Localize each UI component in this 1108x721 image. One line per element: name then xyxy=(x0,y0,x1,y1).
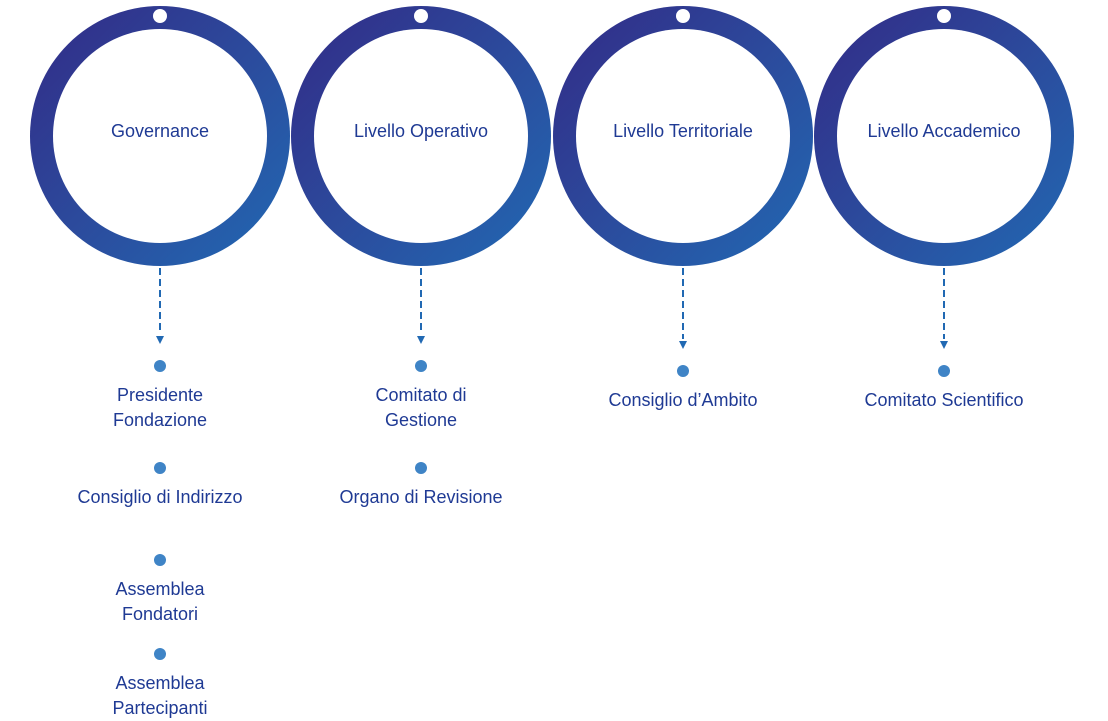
org-body-label: Consiglio d’Ambito xyxy=(608,390,758,410)
arrow-down-icon xyxy=(156,336,164,344)
arrow-down-icon xyxy=(940,341,948,349)
bullet-dot-icon xyxy=(154,554,166,566)
arrow-down-icon xyxy=(679,341,687,349)
org-body-label: Organo di Revisione xyxy=(339,487,503,507)
level-ring-center: Livello Accademico xyxy=(837,29,1051,243)
org-body-item: Organo di Revisione xyxy=(291,462,551,510)
bullet-dot-icon xyxy=(154,360,166,372)
level-title: Governance xyxy=(110,120,210,141)
bullet-dot-icon xyxy=(677,365,689,377)
ring-top-dot-icon xyxy=(676,9,690,23)
level-ring: Livello Territoriale xyxy=(553,6,813,266)
bullet-dot-icon xyxy=(154,648,166,660)
level-ring-center: Governance xyxy=(53,29,267,243)
level-title: Livello Accademico xyxy=(867,120,1021,141)
level-ring: Livello Operativo xyxy=(291,6,551,266)
dashed-connector xyxy=(420,268,422,334)
org-body-item: Comitato Scientifico xyxy=(814,365,1074,413)
dashed-connector xyxy=(682,268,684,339)
dashed-connector xyxy=(159,268,161,334)
org-body-label: Comitato Scientifico xyxy=(864,390,1024,410)
bullet-dot-icon xyxy=(938,365,950,377)
level-ring-center: Livello Operativo xyxy=(314,29,528,243)
bullet-dot-icon xyxy=(154,462,166,474)
ring-top-dot-icon xyxy=(153,9,167,23)
dashed-connector xyxy=(943,268,945,339)
bullet-dot-icon xyxy=(415,462,427,474)
level-title: Livello Territoriale xyxy=(613,120,753,141)
ring-top-dot-icon xyxy=(414,9,428,23)
level-title: Livello Operativo xyxy=(353,120,489,141)
ring-top-dot-icon xyxy=(937,9,951,23)
arrow-down-icon xyxy=(417,336,425,344)
level-ring: Governance xyxy=(30,6,290,266)
org-body-item: Consiglio d’Ambito xyxy=(553,365,813,413)
bullet-dot-icon xyxy=(415,360,427,372)
org-body-label: Consiglio di Indirizzo xyxy=(77,487,243,507)
level-ring-center: Livello Territoriale xyxy=(576,29,790,243)
org-body-item: Consiglio di Indirizzo xyxy=(30,462,290,510)
level-ring: Livello Accademico xyxy=(814,6,1074,266)
